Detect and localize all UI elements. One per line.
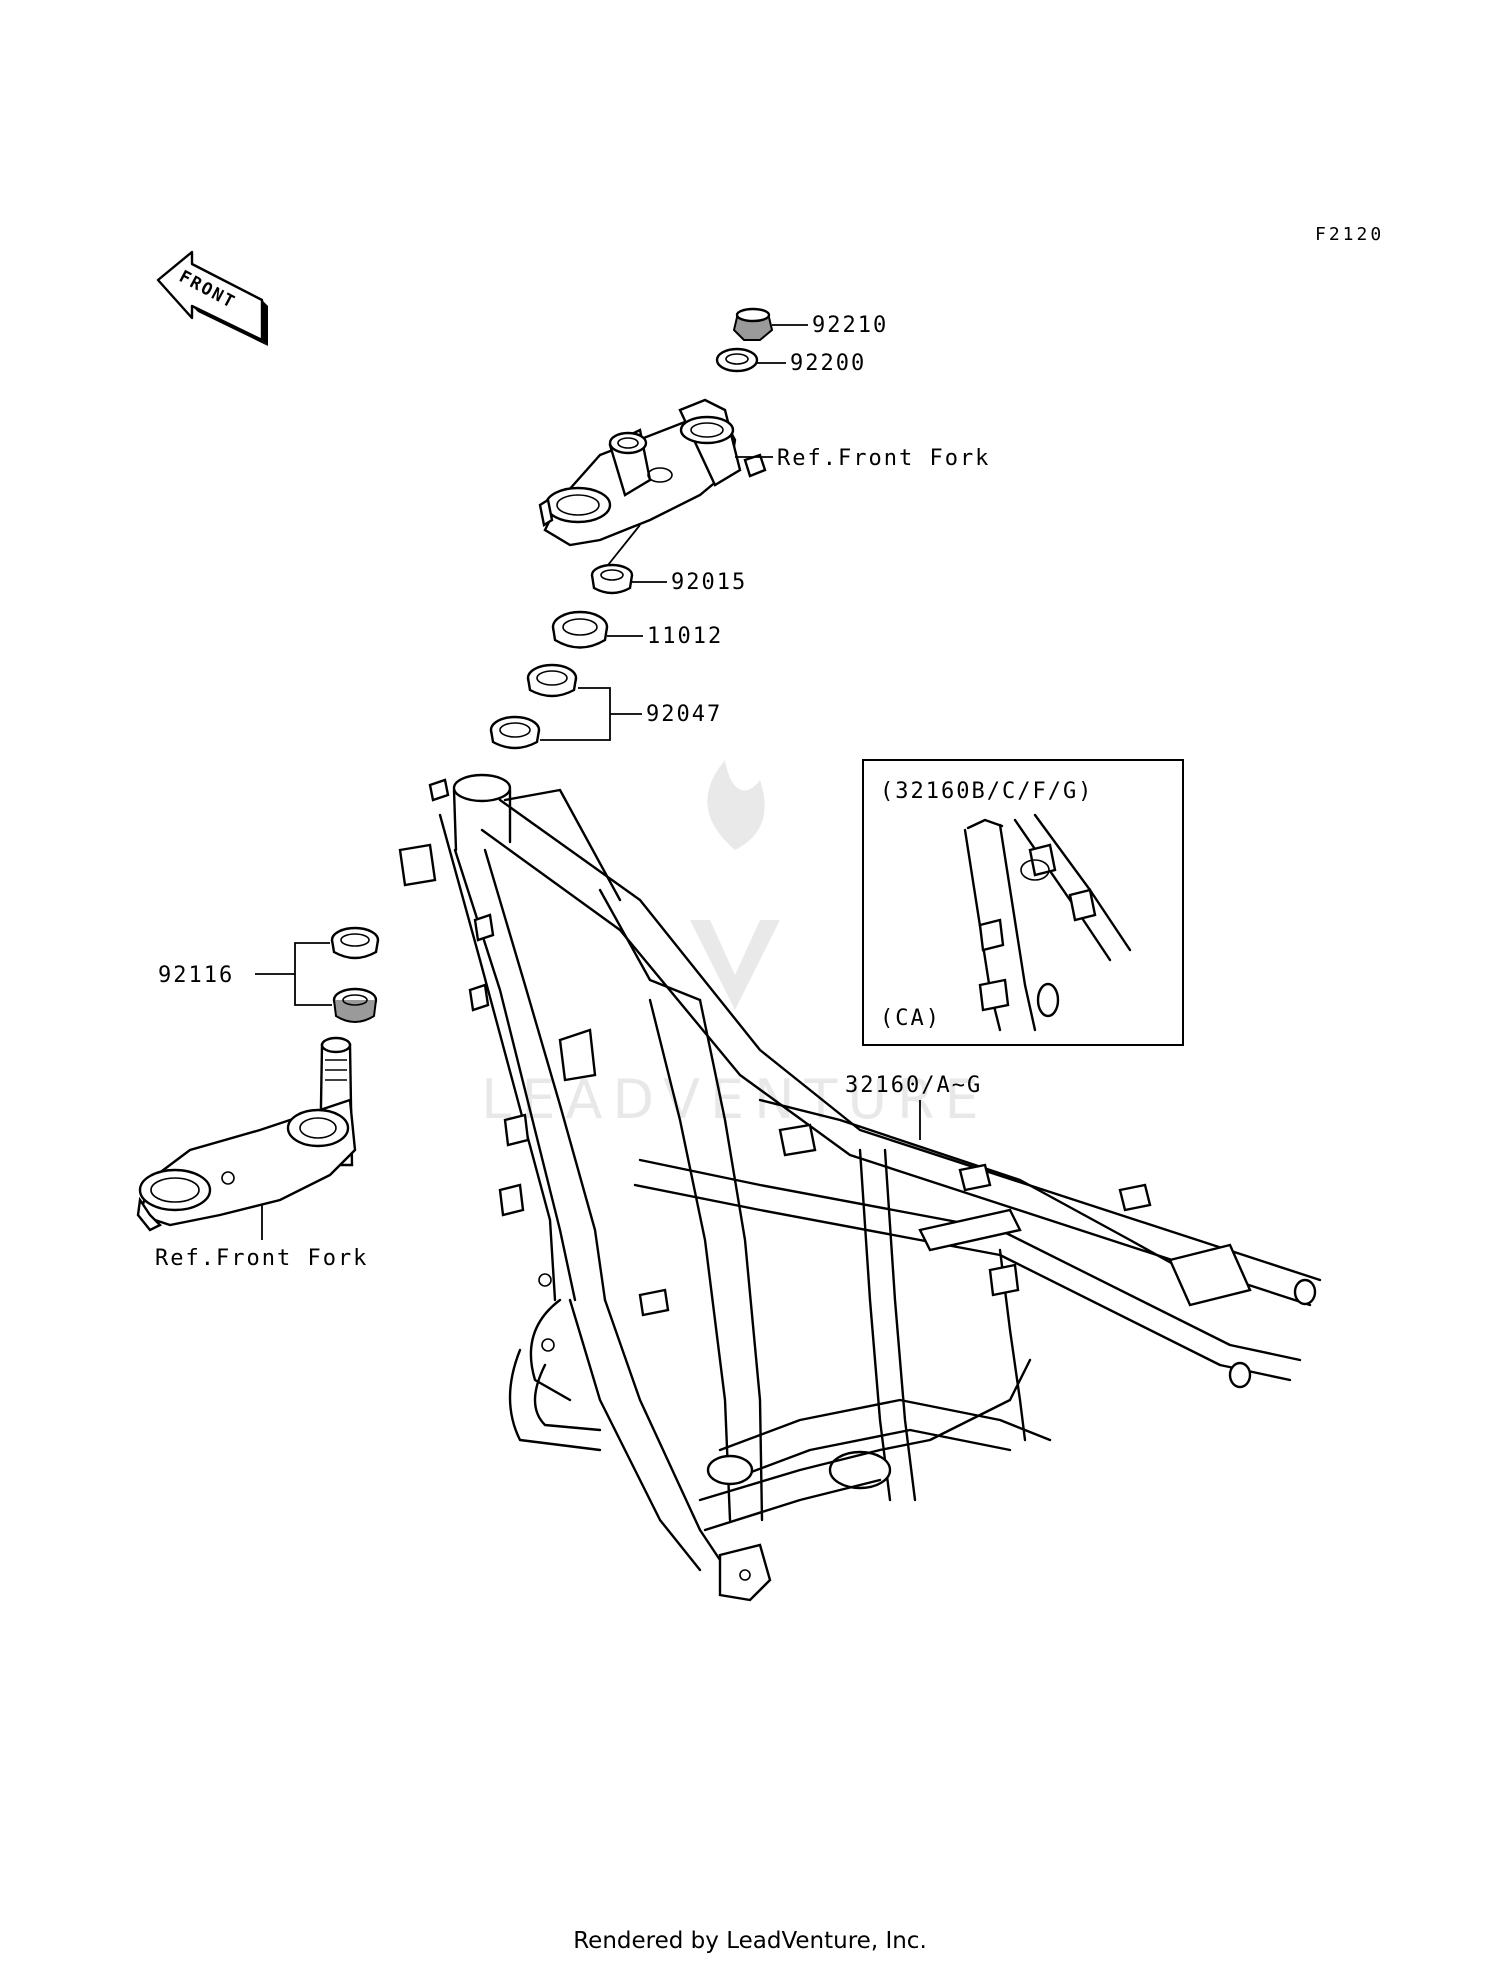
leader-92116	[294, 942, 332, 1006]
part-92210-nut	[732, 307, 774, 341]
callout-92047: 92047	[646, 702, 722, 727]
callout-92116: 92116	[158, 963, 234, 988]
part-11012-seal	[551, 610, 609, 649]
part-92047-bearing-upper	[526, 663, 578, 698]
part-32160-frame	[398, 773, 1322, 1602]
callout-92210: 92210	[812, 313, 888, 338]
inset-frame-detail	[963, 813, 1132, 1032]
inset-note: (CA)	[880, 1006, 941, 1031]
callout-ref-front-fork-lower: Ref.Front Fork	[155, 1246, 368, 1271]
part-lower-bracket-stem	[136, 1036, 357, 1232]
inset-box: (32160B/C/F/G) (CA)	[862, 759, 1184, 1046]
callout-92015: 92015	[671, 570, 747, 595]
callout-32160: 32160/A~G	[845, 1073, 982, 1098]
part-92047-bearing-lower	[489, 715, 541, 750]
callout-11012: 11012	[647, 624, 723, 649]
callout-ref-front-fork-upper: Ref.Front Fork	[777, 446, 990, 471]
diagram-code: F2120	[1315, 224, 1384, 245]
inset-title: (32160B/C/F/G)	[880, 779, 1093, 804]
footer-credit: Rendered by LeadVenture, Inc.	[573, 1928, 927, 1954]
part-92200-washer	[715, 347, 759, 373]
part-92116-bearing	[332, 987, 378, 1023]
leader-92015-up	[607, 524, 641, 566]
front-arrow-icon: FRONT	[156, 250, 268, 346]
part-92015-nut	[590, 563, 634, 595]
part-92116-seal	[330, 926, 380, 960]
callout-92200: 92200	[790, 351, 866, 376]
part-upper-bracket	[538, 398, 767, 547]
